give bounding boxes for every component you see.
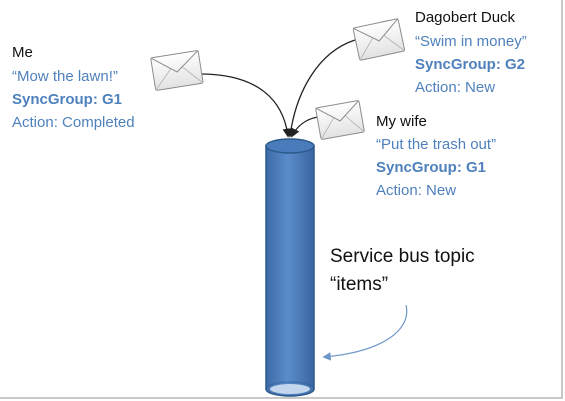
topic-label-name: “items”	[330, 274, 389, 295]
message-dagobert-sender: Dagobert Duck	[415, 9, 516, 26]
message-me-quote: “Mow the lawn!”	[12, 68, 118, 85]
topic-label-arrow	[322, 304, 408, 361]
envelope-icon	[150, 50, 204, 91]
arrow-from-wife	[291, 116, 319, 138]
message-wife-sender: My wife	[376, 113, 427, 130]
service-bus-topic-cylinder	[265, 138, 315, 397]
message-dagobert-syncgroup: SyncGroup: G2	[415, 56, 526, 73]
message-dagobert-quote: “Swim in money”	[415, 33, 527, 50]
arrow-from-dagobert	[286, 39, 356, 138]
message-wife-quote: “Put the trash out”	[376, 136, 497, 153]
message-wife-action: Action: New	[376, 182, 457, 199]
envelope-icon	[352, 18, 406, 61]
message-me-action: Action: Completed	[12, 114, 135, 131]
envelope-icon	[315, 100, 365, 140]
topic-label-title: Service bus topic	[330, 246, 475, 267]
message-me-syncgroup: SyncGroup: G1	[12, 91, 123, 108]
arrow-from-me	[199, 73, 292, 138]
message-dagobert-action: Action: New	[415, 79, 496, 96]
message-wife-syncgroup: SyncGroup: G1	[376, 159, 487, 176]
message-me-sender: Me	[12, 44, 33, 61]
